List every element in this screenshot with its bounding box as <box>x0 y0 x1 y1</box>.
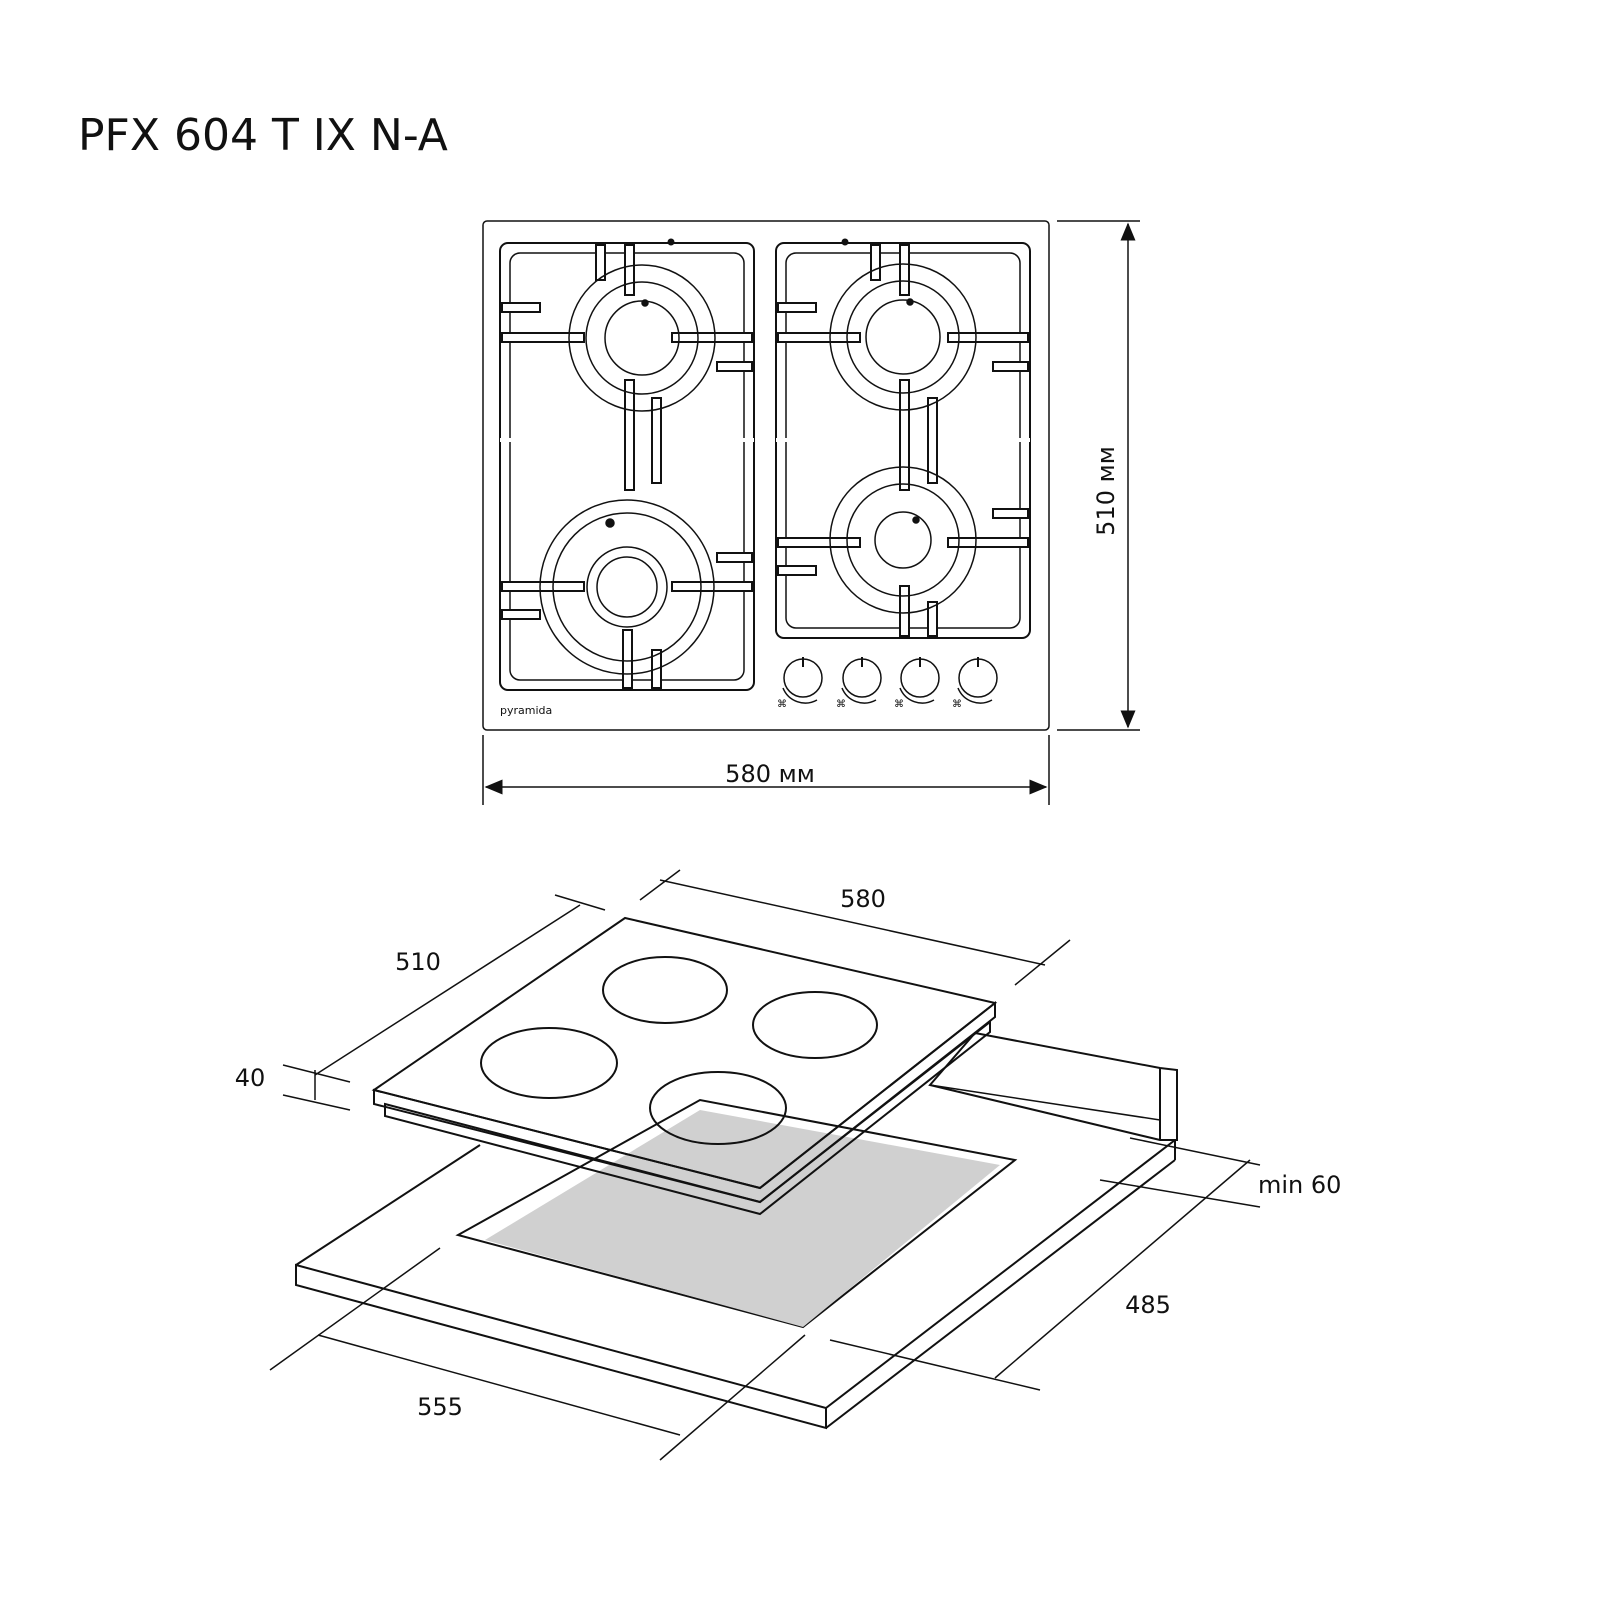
knob-3[interactable]: ⌘ <box>894 657 940 710</box>
ignition-dot <box>841 238 849 246</box>
burner-ellipse <box>480 1027 618 1099</box>
svg-text:⌘: ⌘ <box>952 699 962 710</box>
iso-height-label: 40 <box>235 1064 266 1092</box>
brand-logo: pyramida <box>500 704 552 717</box>
left-grate <box>499 242 755 691</box>
knob-4[interactable]: ⌘ <box>952 657 998 710</box>
dimension-height: 510 мм <box>1057 220 1140 731</box>
dimension-width: 580 мм <box>482 735 1050 805</box>
iso-depth-label: 510 <box>395 948 441 976</box>
svg-text:⌘: ⌘ <box>894 699 904 710</box>
hob-top-view: ⌘ ⌘ ⌘ ⌘ pyramida <box>482 220 1050 731</box>
iso-dimensions <box>269 869 1261 1461</box>
countertop <box>295 1031 1178 1430</box>
hob-panel <box>482 220 1050 731</box>
knob-1[interactable]: ⌘ <box>777 657 823 710</box>
right-grate <box>775 242 1031 639</box>
svg-text:⌘: ⌘ <box>836 699 846 710</box>
iso-width-label: 580 <box>840 885 886 913</box>
burner-right-bottom <box>829 466 977 614</box>
height-label: 510 мм <box>1092 446 1120 536</box>
burner-ellipse <box>649 1071 787 1145</box>
burner-left-bottom-triple <box>539 499 715 675</box>
cutout-width-label: 555 <box>417 1393 463 1421</box>
width-label: 580 мм <box>725 760 815 788</box>
burner-ellipse <box>752 991 878 1059</box>
ignition-dot <box>667 238 675 246</box>
control-knobs: ⌘ ⌘ ⌘ ⌘ <box>777 657 998 710</box>
hob-iso-view <box>371 916 998 1216</box>
burner-ellipse <box>602 956 728 1024</box>
burner-right-top <box>829 263 977 411</box>
min-gap-label: min 60 <box>1258 1171 1341 1199</box>
burner-left-top <box>568 264 716 412</box>
cutout-depth-label: 485 <box>1125 1291 1171 1319</box>
model-title: PFX 604 T IX N-A <box>78 110 448 161</box>
svg-text:⌘: ⌘ <box>777 699 787 710</box>
knob-2[interactable]: ⌘ <box>836 657 882 710</box>
